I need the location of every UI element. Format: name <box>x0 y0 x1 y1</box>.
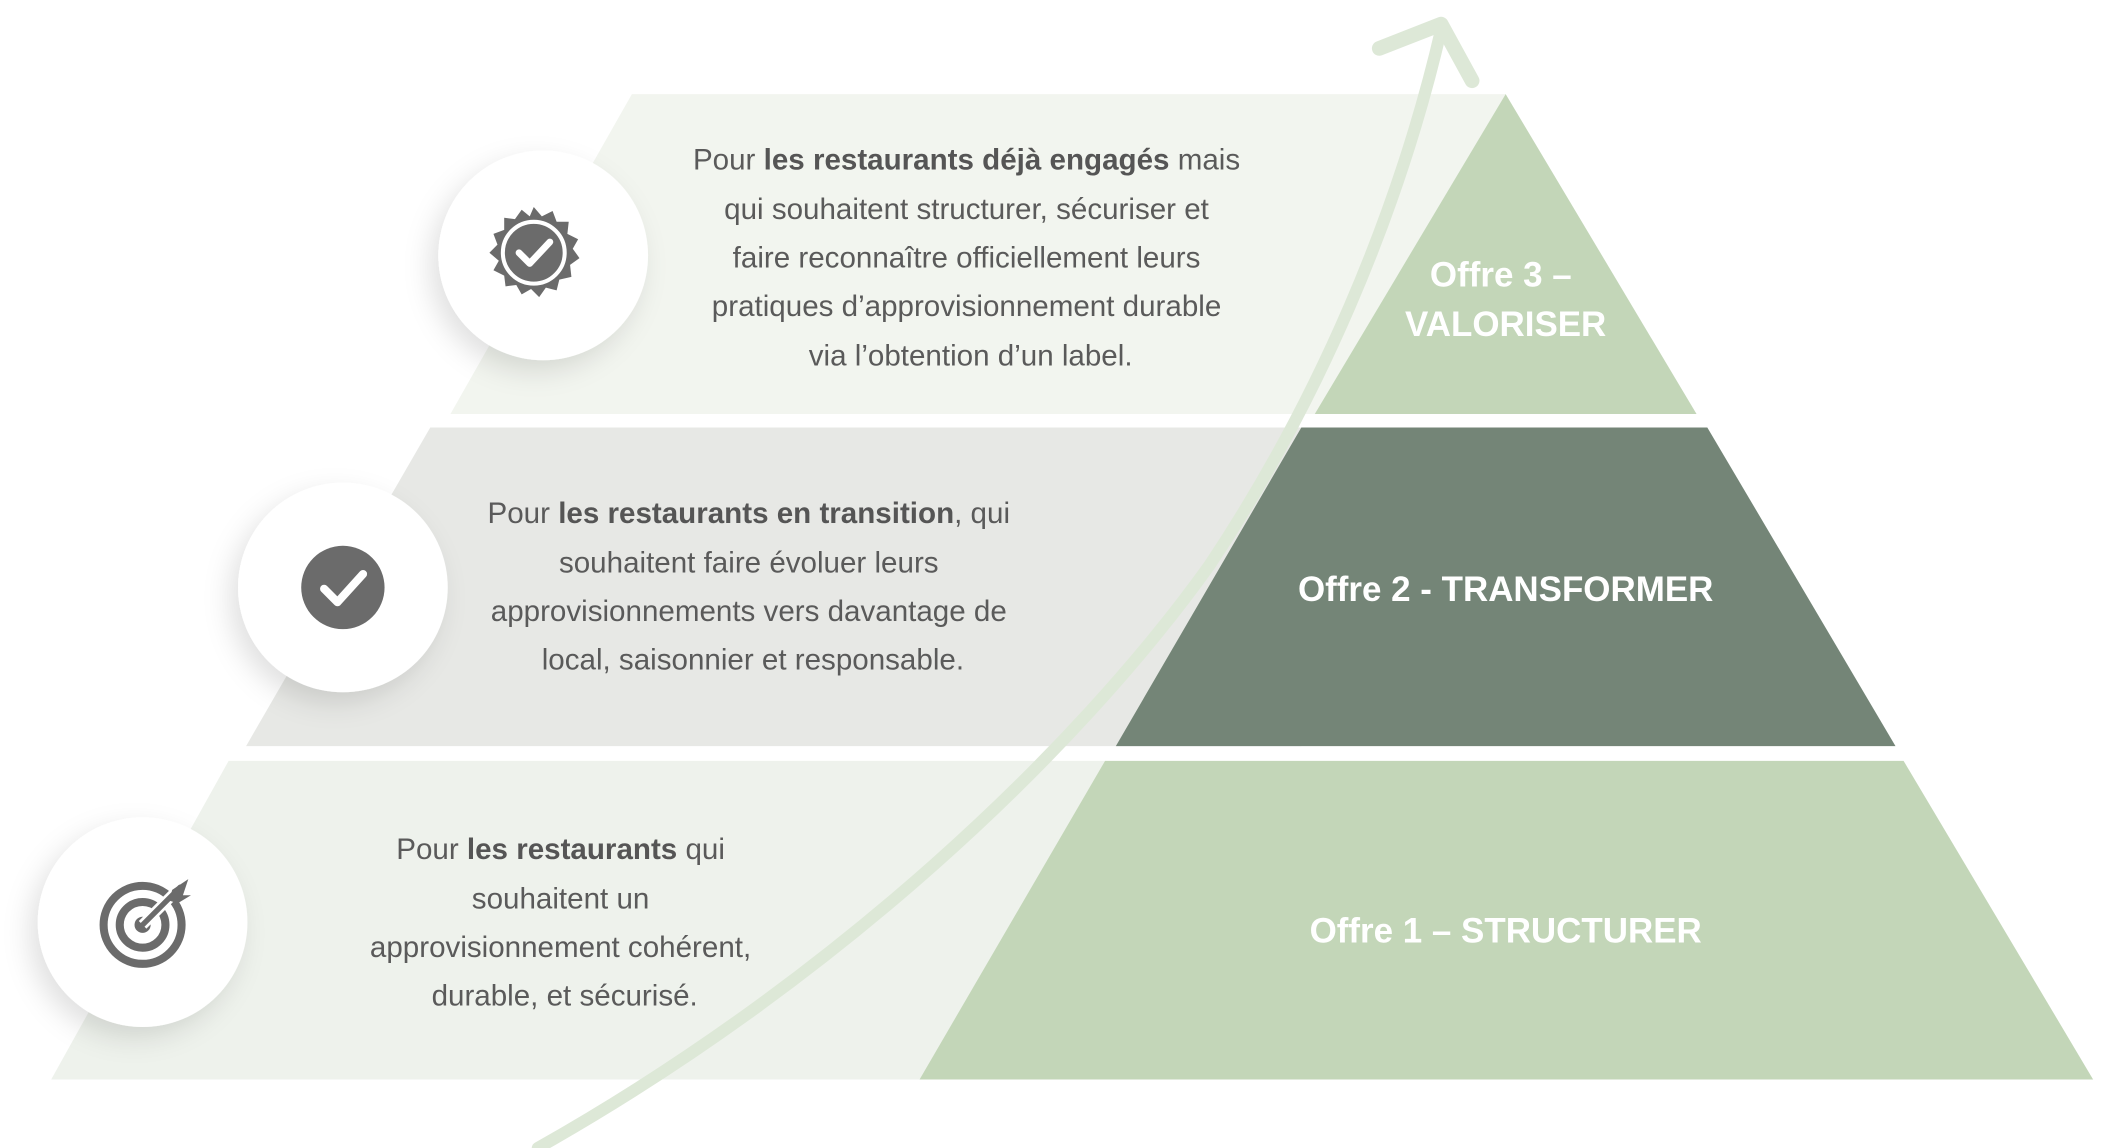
tier-3-label-line: VALORISER <box>1405 305 1606 344</box>
band-tier-2 <box>246 427 1302 747</box>
pyramid-tier-2 <box>1115 427 1896 747</box>
growth-arrow <box>531 23 1448 1148</box>
growth-arrow-head <box>1371 16 1480 89</box>
pyramid-tier-1 <box>919 760 2094 1080</box>
pyramid-tier-3 <box>1314 94 1697 415</box>
tier-2-description: Pour les restaurants en transition, qui … <box>488 497 1019 677</box>
check-circle-icon <box>301 545 385 630</box>
tier-2-label: Offre 2 - TRANSFORMER <box>1298 570 1713 609</box>
tier-3-description: Pour les restaurants déjà engagés mais q… <box>693 143 1248 372</box>
band-tier-1 <box>51 760 1106 1080</box>
band-tier-3 <box>450 94 1506 415</box>
tier-1-label: Offre 1 – STRUCTURER <box>1310 911 1702 950</box>
certified-badge-icon <box>489 207 580 298</box>
tier-3-label: Offre 3 – VALORISER <box>1405 255 1606 344</box>
tier-3-label-line: Offre 3 – <box>1430 255 1572 294</box>
tier-1-description: Pour les restaurants qui souhaitent un a… <box>370 833 760 1013</box>
target-icon <box>99 879 191 968</box>
